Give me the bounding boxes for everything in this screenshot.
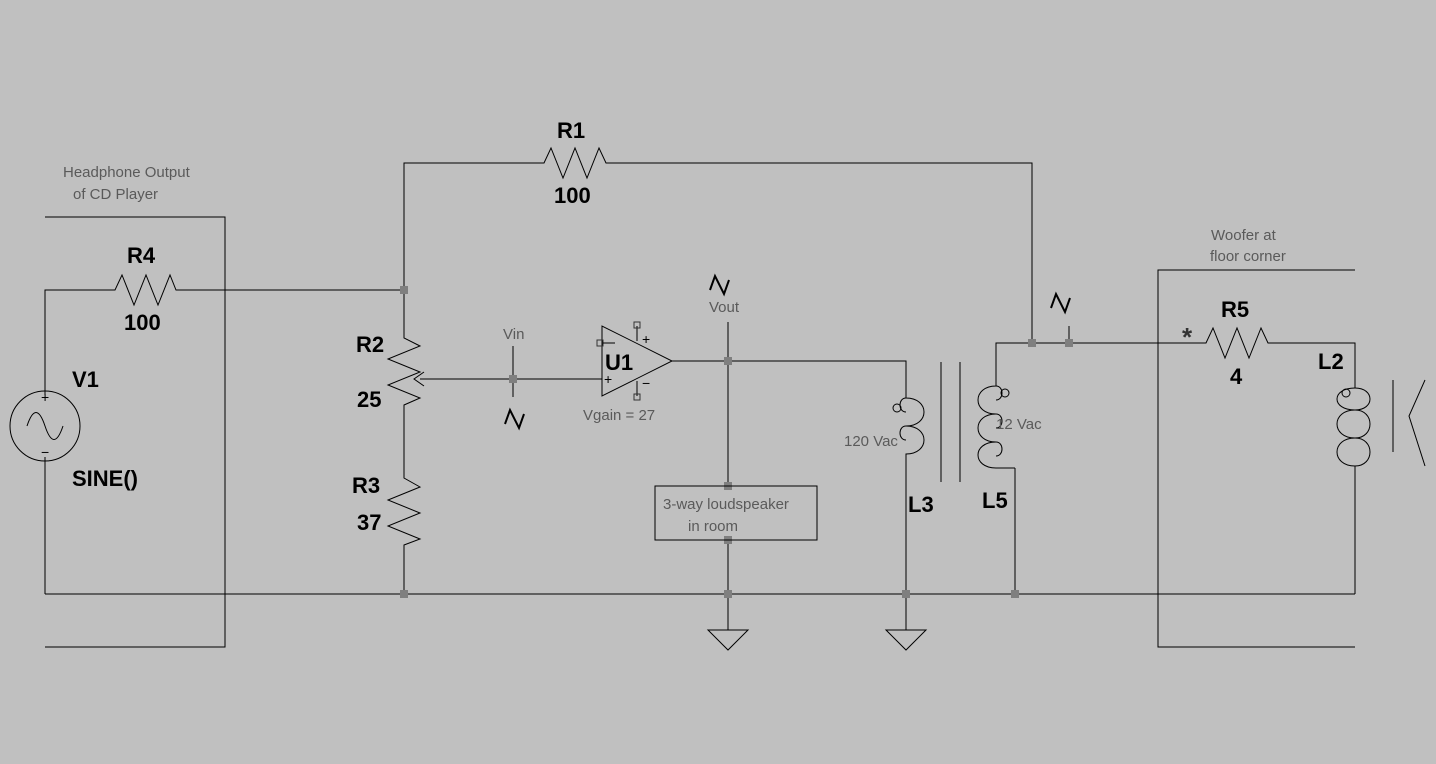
- r4-value: 100: [124, 310, 161, 335]
- r3-ref: R3: [352, 473, 380, 498]
- u1-ref: U1: [605, 350, 633, 375]
- ground-symbols: [706, 629, 928, 651]
- junction-nodes: [400, 286, 1073, 598]
- l5-inductor: 12 Vac L5: [977, 384, 1042, 513]
- r1-resistor: R1 100: [538, 118, 614, 208]
- headphone-frame: [45, 216, 226, 648]
- r5-phase-dot: *: [1182, 322, 1193, 352]
- woofer-frame: [1157, 269, 1355, 648]
- u1-vneg: −: [642, 375, 650, 391]
- speaker-line1: 3-way loudspeaker: [663, 496, 789, 513]
- notes: Headphone Output of CD Player Woofer at …: [63, 164, 1286, 265]
- loudspeaker-box: 3-way loudspeaker in room: [654, 485, 818, 541]
- r4-ref: R4: [127, 243, 156, 268]
- l5-net: [1050, 291, 1071, 315]
- v1-value: SINE(): [72, 466, 138, 491]
- r5-ref: R5: [1221, 297, 1249, 322]
- l2-ref: L2: [1318, 349, 1344, 374]
- transformer-core: [940, 362, 961, 482]
- l5-probe-icon: [1050, 291, 1071, 315]
- l3-value: 120 Vac: [844, 433, 898, 450]
- woofer-note-line2: floor corner: [1210, 248, 1286, 265]
- l3-inductor: 120 Vac L3: [844, 384, 934, 517]
- r2-ref: R2: [356, 332, 384, 357]
- l3-ref: L3: [908, 492, 934, 517]
- wires: [44, 162, 1356, 630]
- ground-icon: [884, 629, 928, 651]
- u1-opamp: + − + U1 Vgain = 27: [583, 321, 674, 424]
- l2-inductor: L2: [1318, 349, 1426, 468]
- headphone-note-line2: of CD Player: [73, 186, 158, 203]
- r4-resistor: R4 100: [108, 243, 182, 335]
- ground-icon: [706, 629, 750, 651]
- r1-value: 100: [554, 183, 591, 208]
- v1-source: + − V1 SINE(): [9, 367, 138, 491]
- r5-resistor: * R5 4: [1182, 297, 1275, 389]
- v1-ref: V1: [72, 367, 99, 392]
- u1-gain: Vgain = 27: [583, 407, 655, 424]
- u1-input: +: [604, 371, 612, 387]
- r2-potentiometer: R2 25: [356, 332, 425, 412]
- vin-probe-icon: [504, 407, 525, 431]
- r3-resistor: R3 37: [352, 473, 422, 548]
- l5-ref: L5: [982, 488, 1008, 513]
- headphone-note-line1: Headphone Output: [63, 164, 191, 181]
- v1-minus: −: [41, 444, 49, 460]
- l5-value: 12 Vac: [996, 416, 1042, 433]
- r2-value: 25: [357, 387, 381, 412]
- vin-net: Vin: [503, 326, 525, 431]
- woofer-note-line1: Woofer at: [1211, 227, 1277, 244]
- u1-vpos: +: [642, 331, 650, 347]
- vout-label: Vout: [709, 299, 740, 316]
- vin-label: Vin: [503, 326, 524, 343]
- v1-plus: +: [41, 389, 49, 405]
- r5-value: 4: [1230, 364, 1243, 389]
- speaker-line2: in room: [688, 518, 738, 535]
- vout-probe-icon: [709, 273, 730, 297]
- r3-value: 37: [357, 510, 381, 535]
- vout-net: Vout: [709, 273, 740, 316]
- r1-ref: R1: [557, 118, 585, 143]
